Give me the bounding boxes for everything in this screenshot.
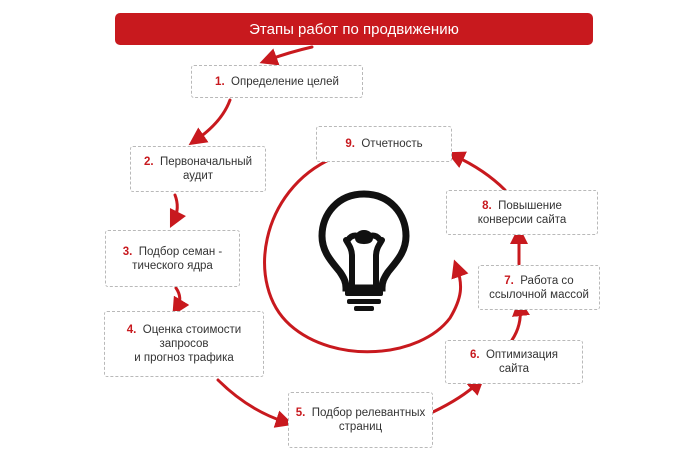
arrow-inner-circle — [263, 156, 469, 354]
step-label: Оптимизация — [485, 349, 559, 361]
arrow-2-to-3 — [169, 193, 187, 229]
step-5: 5. Подбор релевантных страниц — [288, 392, 433, 448]
lightbulb-icon — [318, 190, 410, 311]
step-label-line3: и прогноз трафика — [134, 352, 234, 364]
arrow-3-to-4 — [172, 286, 190, 316]
step-9: 9. Отчетность — [316, 126, 452, 162]
step-label-line2: сайта — [498, 363, 530, 375]
step-label-line2: аудит — [182, 170, 214, 182]
step-3: 3. Подбор семан -тического ядра — [105, 230, 240, 287]
step-number: 5. — [295, 407, 306, 419]
arrow-8-to-9 — [446, 151, 507, 192]
step-label-line2: тического ядра — [132, 259, 213, 272]
step-label-line2: ссылочной массой — [489, 288, 589, 301]
step-number: 3. — [122, 245, 133, 258]
step-label-line2: запросов — [159, 338, 209, 350]
step-label: Подбор семан - — [138, 245, 223, 258]
step-label: Повышение — [498, 199, 562, 212]
step-2: 2. Первоначальный аудит — [130, 146, 266, 192]
step-label-line2: конверсии сайта — [477, 213, 567, 226]
step-label: Работа со — [520, 274, 574, 287]
step-label: Первоначальный — [159, 156, 253, 168]
step-number: 6. — [469, 349, 480, 361]
step-1: 1. Определение целей — [191, 65, 363, 98]
title-banner: Этапы работ по продвижению — [115, 13, 593, 45]
arrow-6-to-7 — [510, 298, 530, 342]
diagram-title: Этапы работ по продвижению — [249, 20, 459, 38]
step-label-line2: страниц — [338, 421, 383, 433]
step-label: Отчетность — [361, 138, 423, 150]
step-number: 1. — [215, 75, 225, 88]
step-number: 7. — [504, 274, 514, 287]
arrow-title-to-1 — [259, 45, 314, 66]
step-label: Подбор релевантных — [311, 407, 426, 419]
arrow-1-to-2 — [188, 98, 232, 146]
step-6: 6. Оптимизация сайта — [445, 340, 583, 384]
step-number: 9. — [345, 138, 355, 150]
step-number: 2. — [143, 156, 154, 168]
step-number: 8. — [482, 199, 492, 212]
step-label: Определение целей — [231, 75, 339, 88]
step-label: Оценка стоимости — [142, 324, 242, 336]
step-4: 4. Оценка стоимости запросов и прогноз тра… — [104, 311, 264, 377]
step-number: 4. — [126, 324, 137, 336]
arrow-4-to-5 — [216, 378, 294, 428]
arrow-5-to-6 — [431, 376, 485, 414]
